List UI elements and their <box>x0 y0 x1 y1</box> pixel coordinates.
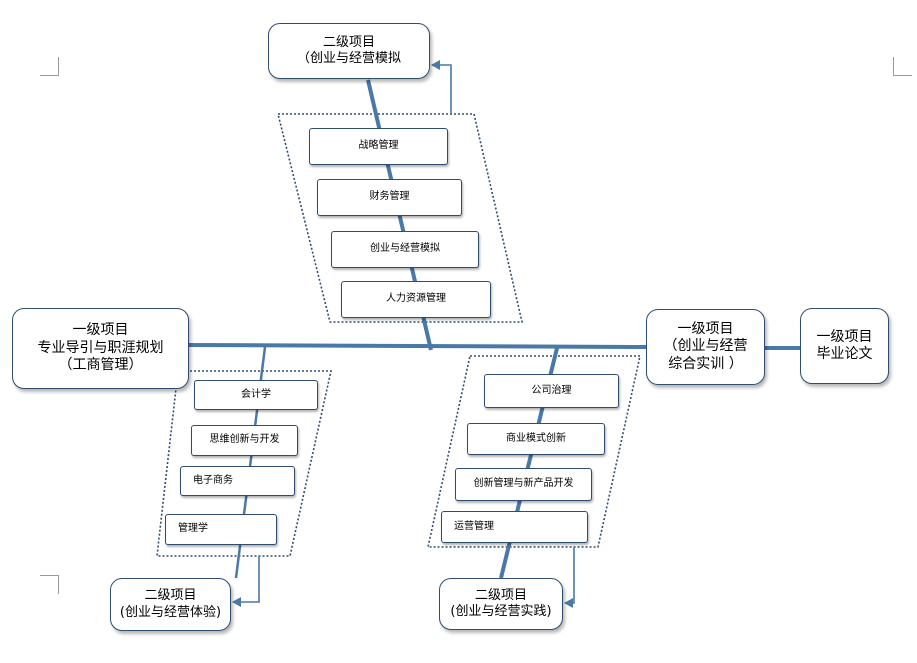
top-feedback-arrow <box>431 60 452 114</box>
course-label: 财务管理 <box>369 191 410 203</box>
course-box: 创新管理与新产品开发 <box>455 468 592 501</box>
course-label: 运营管理 <box>454 520 494 532</box>
page-corner-mark <box>40 57 59 76</box>
node-left-primary: 一级项目 专业导引与职涯规划 （工商管理） <box>12 308 189 389</box>
course-box: 思维创新与开发 <box>191 425 298 456</box>
left-feedback-arrow <box>232 556 260 607</box>
node-far-right-primary: 一级项目 毕业论文 <box>800 308 889 384</box>
course-label: 公司治理 <box>531 384 572 396</box>
node-mid-right-primary: 一级项目 （创业与经营 综合实训 ） <box>646 309 765 385</box>
node-line: 专业导引与职涯规划 <box>37 339 164 356</box>
course-label: 管理学 <box>178 523 208 535</box>
node-line: 综合实训 ） <box>668 355 743 372</box>
node-line: （工商管理） <box>58 357 143 374</box>
course-label: 创业与经营模拟 <box>370 243 440 255</box>
course-label: 商业模式创新 <box>506 432 566 444</box>
course-label: 思维创新与开发 <box>209 434 280 446</box>
course-label: 电子商务 <box>193 474 233 486</box>
course-box: 商业模式创新 <box>467 423 605 455</box>
page-corner-mark <box>40 575 59 594</box>
course-label: 会计学 <box>241 388 271 400</box>
page-corner-mark <box>893 57 912 76</box>
node-line: （创业与经营 <box>663 338 748 355</box>
node-title: 二级项目 <box>474 587 527 603</box>
node-title: 一级项目 <box>677 320 734 337</box>
course-box: 运营管理 <box>441 511 588 543</box>
course-box: 人力资源管理 <box>341 281 491 318</box>
course-label: 战略管理 <box>358 140 399 152</box>
node-line: 毕业论文 <box>816 346 873 362</box>
course-label: 创新管理与新产品开发 <box>473 478 574 490</box>
right-course-group-frame <box>427 355 641 548</box>
node-title: 一级项目 <box>816 328 873 345</box>
node-top-secondary: 二级项目 （创业与经营模拟 <box>268 23 430 79</box>
node-subtitle: (创业与经营体验) <box>119 604 222 620</box>
node-bottom-left-secondary: 二级项目 (创业与经营体验) <box>110 578 231 631</box>
course-box: 会计学 <box>194 380 318 410</box>
node-title: 二级项目 <box>322 34 375 50</box>
right-feedback-arrow <box>564 547 575 608</box>
course-box: 公司治理 <box>484 374 619 408</box>
course-box: 战略管理 <box>309 128 448 165</box>
node-bottom-right-secondary: 二级项目 (创业与经营实践) <box>439 578 563 630</box>
top-course-group-frame <box>276 113 524 323</box>
course-label: 人力资源管理 <box>386 293 446 305</box>
course-box: 电子商务 <box>180 466 295 496</box>
node-subtitle: （创业与经营模拟 <box>296 51 401 66</box>
course-box: 财务管理 <box>317 179 462 216</box>
course-box: 创业与经营模拟 <box>331 231 479 268</box>
node-title: 一级项目 <box>72 322 129 339</box>
course-box: 管理学 <box>165 514 277 545</box>
left-course-group-frame <box>156 370 332 557</box>
main-spine <box>188 343 647 349</box>
node-subtitle: (创业与经营实践) <box>450 604 552 619</box>
node-title: 二级项目 <box>144 588 197 604</box>
